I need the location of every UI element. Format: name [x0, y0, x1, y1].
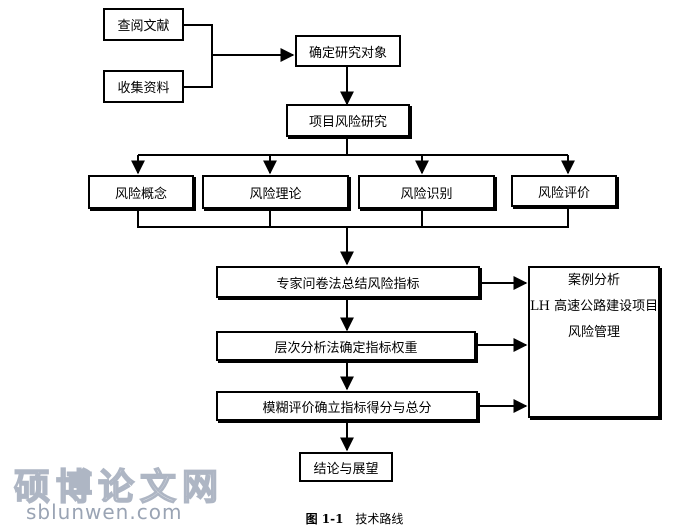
connector-input-1	[184, 24, 213, 88]
case-analysis-title: 案例分析	[567, 273, 620, 288]
research-object-box: 确定研究对象	[295, 35, 401, 67]
case-analysis-topic: 风险管理	[567, 325, 620, 340]
fuzzy-evaluation-box: 模糊评价确立指标得分与总分	[216, 391, 478, 421]
figure-label: 图 1-1	[305, 512, 344, 526]
figure-title: 技术路线	[355, 512, 404, 526]
case-analysis-project: LH 高速公路建设项目	[530, 299, 659, 314]
project-risk-box: 项目风险研究	[286, 104, 410, 137]
case-analysis-box: 案例分析 LH 高速公路建设项目 风险管理	[528, 266, 660, 418]
expert-questionnaire-box: 专家问卷法总结风险指标	[216, 266, 480, 298]
risk-concept-box: 风险概念	[88, 175, 194, 209]
risk-identification-box: 风险识别	[358, 175, 495, 209]
watermark-logo: 硕博论文网	[13, 466, 225, 509]
risk-evaluation-box: 风险评价	[511, 175, 617, 207]
connector-bottom-bar	[137, 207, 569, 228]
risk-theory-box: 风险理论	[202, 175, 349, 209]
input-literature: 查阅文献	[103, 8, 184, 41]
watermark-url: sblunwen.com	[26, 500, 183, 524]
input-data-collection: 收集资料	[103, 70, 184, 103]
conclusion-box: 结论与展望	[299, 452, 393, 482]
ahp-weight-box: 层次分析法确定指标权重	[216, 331, 476, 361]
figure-caption: 图 1-1 技术路线	[0, 510, 699, 527]
